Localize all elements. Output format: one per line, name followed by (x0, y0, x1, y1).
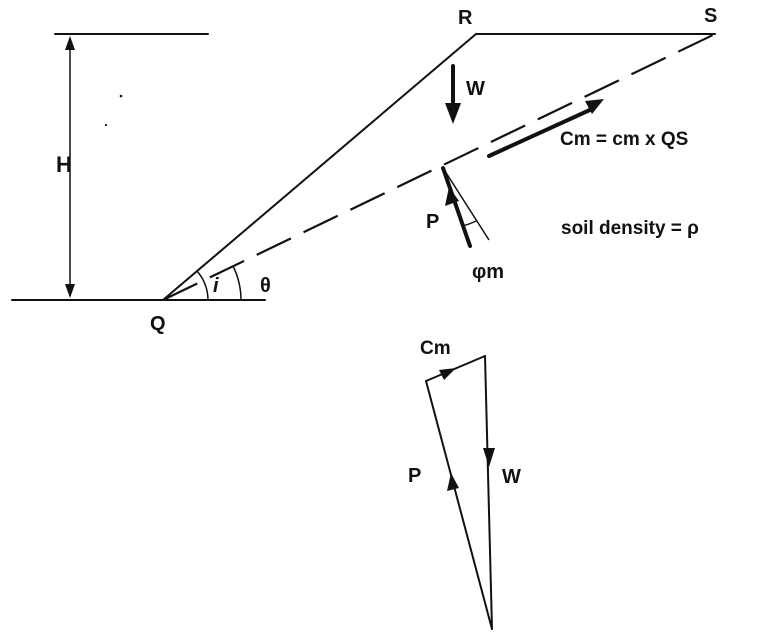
height-arrow-top (65, 36, 75, 50)
cohesion-arrowhead (585, 99, 604, 114)
polygon-weight-label: W (502, 466, 521, 488)
polygon-reaction-arrowhead (447, 473, 459, 491)
reaction-label: P (426, 211, 439, 233)
height-label: H (56, 152, 72, 177)
slip-plane-QS (162, 33, 716, 301)
polygon-reaction-label: P (408, 465, 421, 487)
angle-i-arc (196, 270, 209, 301)
friction-angle-label: φm (472, 261, 504, 283)
friction-angle-arc (461, 220, 477, 227)
angle-theta-arc (232, 265, 242, 301)
angle-i-label: i (213, 275, 219, 297)
reaction-arrowhead (445, 187, 459, 206)
cohesion-arrow-shaft (487, 107, 594, 158)
height-dimension: H (56, 36, 75, 298)
angle-marks: i θ (196, 265, 271, 301)
weight-label: W (466, 78, 485, 100)
reaction-arrow-shaft (441, 166, 472, 248)
weight-force: W (445, 64, 485, 124)
polygon-weight-side (484, 355, 493, 630)
polygon-cohesion-label: Cm (420, 338, 451, 359)
soil-density-label: soil density = ρ (561, 218, 699, 239)
slope-face-QR (162, 33, 477, 301)
force-polygon: Cm P W (408, 338, 521, 630)
weight-arrowhead (445, 103, 461, 124)
angle-theta-label: θ (260, 275, 271, 297)
polygon-cohesion-arrowhead (439, 368, 456, 380)
polygon-weight-arrowhead (483, 448, 495, 467)
normal-reference-line (442, 167, 490, 241)
stray-mark-1 (119, 94, 123, 98)
point-Q-label: Q (150, 313, 166, 335)
slope-geometry (11, 33, 716, 301)
polygon-reaction-side (425, 380, 493, 630)
point-R-label: R (458, 7, 473, 29)
cohesion-formula-label: Cm = cm x QS (560, 129, 688, 150)
reaction-force: P φm (426, 166, 504, 283)
height-arrow-bottom (65, 284, 75, 298)
cohesion-force: Cm = cm x QS (487, 99, 688, 158)
point-S-label: S (704, 5, 717, 27)
stray-mark-2 (104, 123, 108, 127)
